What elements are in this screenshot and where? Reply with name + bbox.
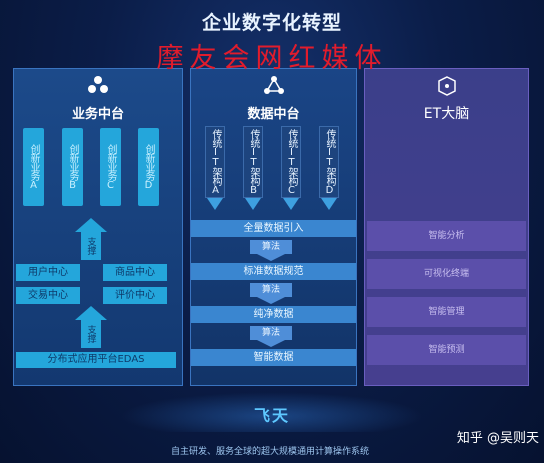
algo-label-2: 算法 (250, 283, 292, 297)
support-arrow-upper-head (75, 218, 107, 232)
algo-arrow-1 (257, 254, 285, 261)
edas-platform: 分布式应用平台EDAS (16, 352, 176, 368)
author-credit: 知乎 @吴则天 (456, 431, 539, 446)
innovation-box-b: 创新业务B (62, 128, 83, 206)
feitian-subtitle: 自主研发、服务全球的超大规模通用计算操作系统 (170, 447, 369, 457)
legacy-box-b: 传统IT架构B (243, 126, 263, 198)
data-panel-title: 数据中台 (247, 107, 300, 122)
data-step-clean: 纯净数据 (191, 306, 356, 323)
network-triangle-icon (263, 75, 285, 99)
feitian-glow (120, 392, 424, 432)
innovation-box-a: 创新业务A (23, 128, 44, 206)
center-product: 商品中心 (103, 264, 167, 281)
et-item-analysis: 智能分析 (367, 221, 526, 251)
support-arrow-upper: 支撑 (81, 232, 101, 260)
watermark-text: 摩友会网红媒体 (156, 43, 388, 74)
data-step-standard: 标准数据规范 (191, 263, 356, 280)
business-panel-title: 业务中台 (71, 107, 124, 122)
et-item-management: 智能管理 (367, 297, 526, 327)
data-step-ingest: 全量数据引入 (191, 220, 356, 237)
legacy-box-c: 传统IT架构C (281, 126, 301, 198)
legacy-arrow-c (283, 198, 299, 210)
cube-icon (436, 75, 458, 101)
data-step-smart: 智能数据 (191, 349, 356, 366)
algo-label-3: 算法 (250, 326, 292, 340)
page-title: 企业数字化转型 (201, 12, 342, 34)
innovation-box-c: 创新业务C (100, 128, 121, 206)
feitian-title: 飞天 (253, 406, 290, 425)
innovation-box-d: 创新业务D (138, 128, 159, 206)
algo-arrow-3 (257, 340, 285, 347)
center-review: 评价中心 (103, 287, 167, 304)
et-item-visual: 可视化终端 (367, 259, 526, 289)
legacy-arrow-a (207, 198, 223, 210)
center-trade: 交易中心 (16, 287, 80, 304)
support-arrow-lower-head (75, 306, 107, 320)
cluster-icon (87, 75, 109, 99)
center-user: 用户中心 (16, 264, 80, 281)
legacy-box-a: 传统IT架构A (205, 126, 225, 198)
legacy-arrow-d (321, 198, 337, 210)
et-panel-title: ET大脑 (423, 106, 470, 122)
legacy-box-d: 传统IT架构D (319, 126, 339, 198)
legacy-arrow-b (245, 198, 261, 210)
algo-label-1: 算法 (250, 240, 292, 254)
algo-arrow-2 (257, 297, 285, 304)
support-arrow-lower: 支撑 (81, 320, 101, 348)
et-item-prediction: 智能预测 (367, 335, 526, 365)
